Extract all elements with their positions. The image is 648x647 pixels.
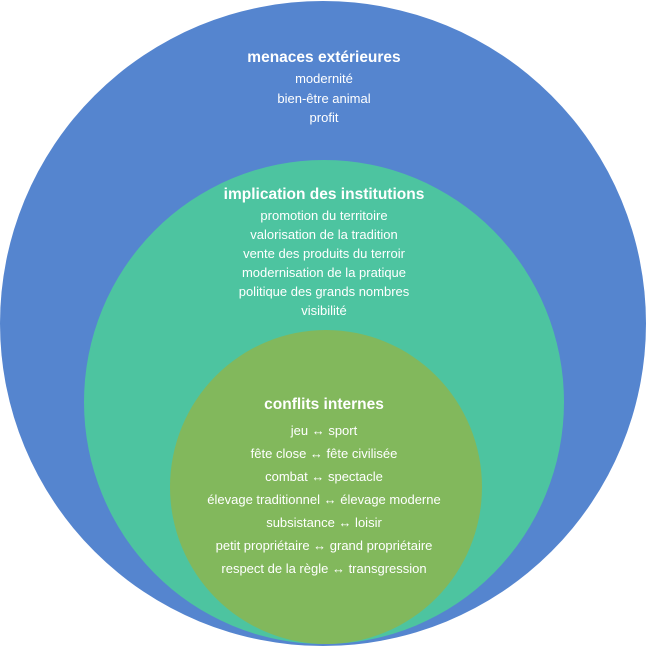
middle-layer-text: implication des institutions promotion d… [0, 184, 648, 320]
inner-layer-text: conflits internes jeu ↔ sport fête close… [0, 394, 648, 580]
middle-item: valorisation de la tradition [250, 227, 398, 242]
outer-layer-title: menaces extérieures [247, 49, 401, 66]
outer-item: bien-être animal [277, 90, 371, 106]
outer-item: modernité [295, 71, 353, 86]
inner-layer-title: conflits internes [264, 396, 384, 413]
outer-layer-text: menaces extérieures modernité bien-être … [0, 47, 648, 128]
middle-layer-title: implication des institutions [223, 186, 425, 203]
inner-item: petit propriétaire ↔ grand propriétaire [215, 538, 433, 553]
inner-item: subsistance ↔ loisir [266, 515, 382, 530]
inner-item: combat ↔ spectacle [265, 469, 383, 484]
inner-item: respect de la règle ↔ transgression [221, 561, 427, 576]
inner-item: fête close ↔ fête civilisée [250, 446, 398, 461]
inner-item: élevage traditionnel ↔ élevage moderne [207, 492, 441, 507]
middle-item: politique des grands nombres [238, 284, 410, 299]
middle-item: modernisation de la pratique [241, 265, 407, 280]
outer-item: profit [309, 110, 339, 125]
middle-item: promotion du territoire [260, 208, 388, 223]
inner-circle-conflits [170, 330, 482, 644]
middle-item: visibilité [301, 303, 347, 318]
inner-item: jeu ↔ sport [290, 423, 358, 438]
middle-item: vente des produits du terroir [243, 246, 405, 261]
